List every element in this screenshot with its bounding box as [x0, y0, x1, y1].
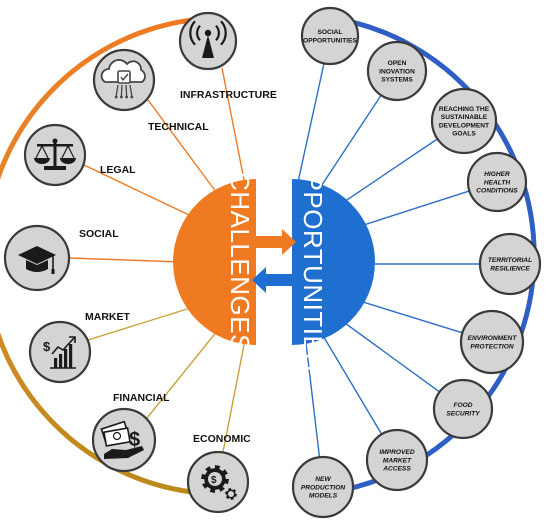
opportunity-label-line: IMPROVED: [379, 449, 414, 456]
challenge-node-legal: [23, 123, 87, 187]
opportunity-label-line: CONDITIONS: [476, 188, 518, 195]
opportunity-label-line: GOALS: [452, 131, 476, 138]
challenges-ring-arc: [0, 15, 224, 496]
cloud-chip-icon: [100, 59, 146, 99]
opportunity-label-line: DEVELOPMENT: [439, 122, 489, 129]
opportunities-label: OPPORTUNITIES: [298, 153, 328, 371]
svg-text:$: $: [211, 475, 217, 486]
challenge-node-economic: $: [186, 450, 250, 514]
challenge-label: MARKET: [85, 311, 130, 323]
scales-icon: [34, 138, 76, 170]
opportunity-label-line: PROTECTION: [470, 343, 513, 350]
svg-text:$: $: [43, 339, 51, 354]
opportunity-spoke: [315, 94, 382, 195]
graduation-cap-icon: [18, 246, 56, 274]
challenge-node-social: [3, 224, 71, 292]
right-arrow: [254, 229, 296, 255]
opportunity-label-line: SOCIAL: [318, 29, 343, 36]
opportunities-half-disc: [292, 179, 375, 345]
challenge-label: INFRASTRUCTURE: [180, 89, 277, 101]
challenges-label: CHALLENGES: [225, 172, 255, 352]
opportunity-label-line: HEALTH: [484, 179, 510, 186]
opportunity-label-line: PRODUCTION: [301, 484, 346, 491]
opportunity-label-line: MODELS: [309, 493, 338, 500]
challenge-spoke: [68, 257, 183, 263]
challenge-spoke: [221, 67, 247, 191]
challenge-label: FINANCIAL: [113, 392, 170, 404]
opportunity-spoke: [349, 297, 463, 334]
opportunity-label-line: SECURITY: [446, 410, 480, 417]
challenge-spoke: [222, 339, 246, 453]
opportunity-label-line: HIGHER: [484, 171, 510, 178]
challenge-spoke: [87, 304, 201, 341]
challenge-node-technical: [92, 48, 156, 112]
challenge-node-infrastructure: [178, 11, 238, 71]
left-arrow: [252, 267, 294, 293]
challenge-node-market: $: [28, 320, 92, 384]
opportunity-spoke: [305, 342, 321, 458]
opportunity-label-line: ACCESS: [382, 466, 411, 473]
opportunity-label-line: INOVATION: [379, 68, 415, 75]
challenge-node-financial: $: [91, 407, 157, 473]
challenge-label: SOCIAL: [79, 228, 119, 240]
opportunity-label-line: TERRITORIAL: [488, 257, 532, 264]
gears-icon: $: [201, 465, 237, 500]
challenge-spoke: [146, 324, 223, 419]
opportunity-label-line: SYSTEMS: [381, 77, 413, 84]
challenge-label: ECONOMIC: [193, 433, 251, 445]
antenna-icon: [189, 20, 227, 58]
opportunity-spoke: [331, 138, 438, 211]
opportunity-label-line: OPPORTUNITIES: [303, 37, 357, 44]
svg-text:$: $: [129, 429, 140, 451]
money-hand-icon: $: [100, 420, 144, 459]
opportunity-label-line: RESILIENCE: [490, 265, 530, 272]
opportunity-label-line: REACHING THE: [439, 106, 490, 113]
opportunity-spoke: [297, 63, 325, 183]
opportunity-spoke: [337, 317, 440, 393]
challenges-half-disc: [173, 179, 256, 345]
challenge-label: TECHNICAL: [148, 121, 209, 133]
opportunity-spoke: [321, 333, 383, 435]
opportunity-label-line: OPEN: [388, 60, 407, 67]
opportunity-spokes: [297, 63, 480, 458]
challenge-label: LEGAL: [100, 164, 136, 176]
opportunity-label-line: MARKET: [383, 457, 412, 464]
opportunity-label-line: NEW: [315, 476, 331, 483]
opportunity-label-line: FOOD: [453, 402, 472, 409]
growth-chart-icon: $: [43, 336, 76, 369]
opportunity-label-line: ENVIRONMENT: [468, 335, 518, 342]
challenge-spoke: [147, 99, 223, 201]
opportunity-label-line: SUSTAINABLE: [441, 114, 488, 121]
